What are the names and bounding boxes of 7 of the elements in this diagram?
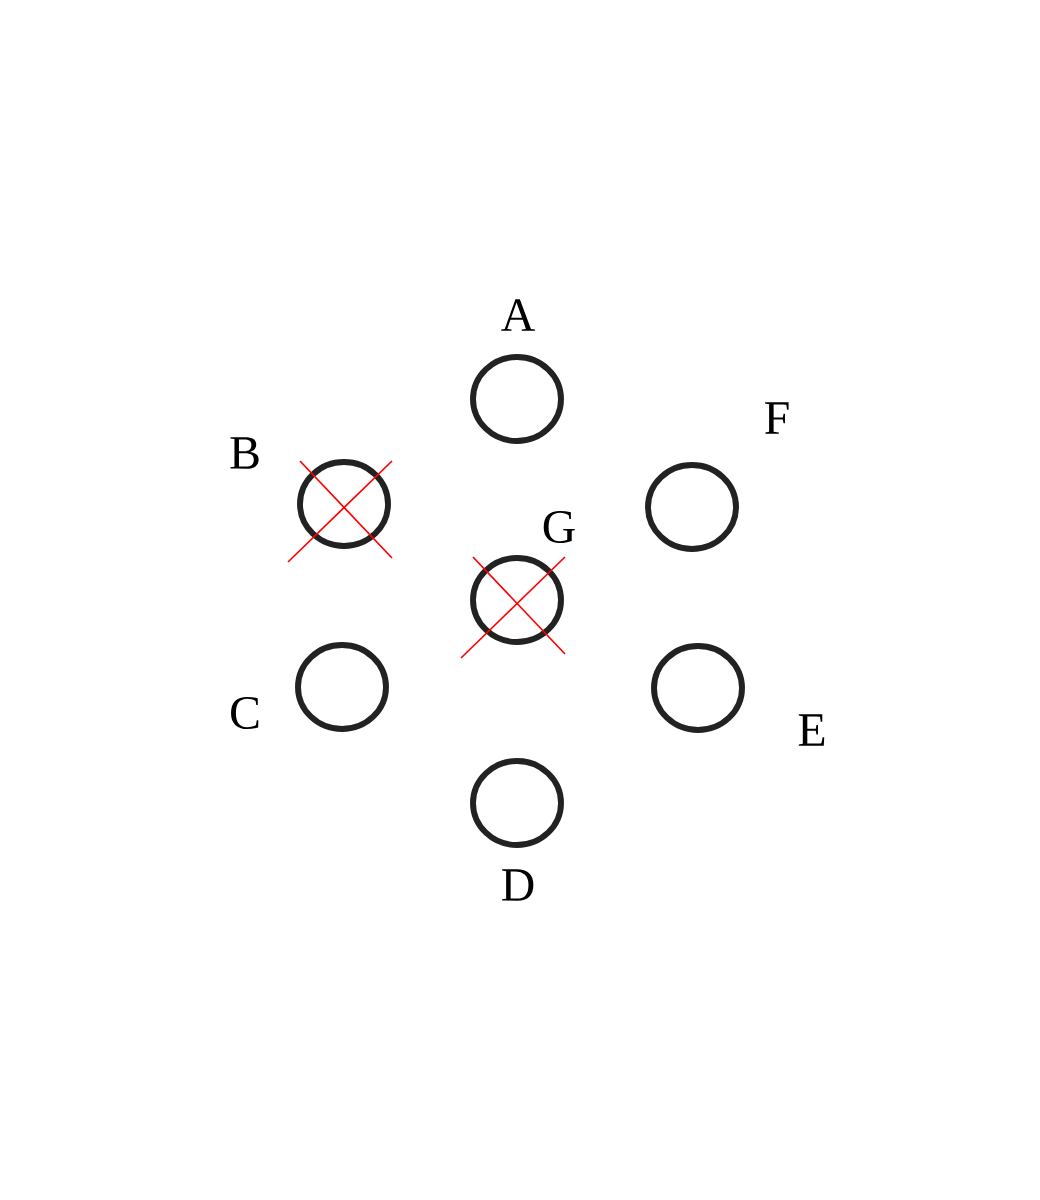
letter-label: F (765, 402, 789, 434)
letter-label: E (798, 714, 825, 746)
letter-label: C (231, 696, 259, 730)
letter-label: A (501, 299, 535, 331)
letter-label: G (543, 510, 575, 544)
letter-label: B (230, 437, 259, 469)
letter-label: D (502, 869, 534, 901)
